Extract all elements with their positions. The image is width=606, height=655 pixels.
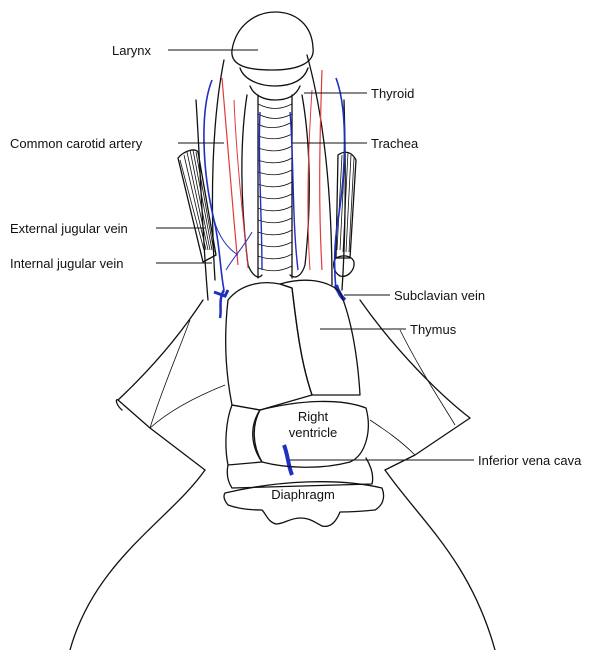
thymus [226, 280, 360, 410]
label-diaphragm: Diaphragm [271, 487, 335, 502]
body-outline [70, 300, 495, 650]
trachea [258, 95, 292, 278]
neck-outline [196, 55, 345, 300]
thyroid [242, 95, 309, 277]
label-trachea: Trachea [371, 136, 419, 151]
label-right-ventricle-line1: Right [298, 409, 329, 424]
label-right-ventricle-line2: ventricle [289, 425, 337, 440]
label-internal-jugular-vein: Internal jugular vein [10, 256, 123, 271]
leader-lines [156, 50, 474, 460]
label-thyroid: Thyroid [371, 86, 414, 101]
label-subclavian-vein: Subclavian vein [394, 288, 485, 303]
label-common-carotid-artery: Common carotid artery [10, 136, 143, 151]
larynx [232, 12, 313, 100]
label-thymus: Thymus [410, 322, 457, 337]
label-external-jugular-vein: External jugular vein [10, 221, 128, 236]
label-larynx: Larynx [112, 43, 152, 58]
label-inferior-vena-cava: Inferior vena cava [478, 453, 582, 468]
